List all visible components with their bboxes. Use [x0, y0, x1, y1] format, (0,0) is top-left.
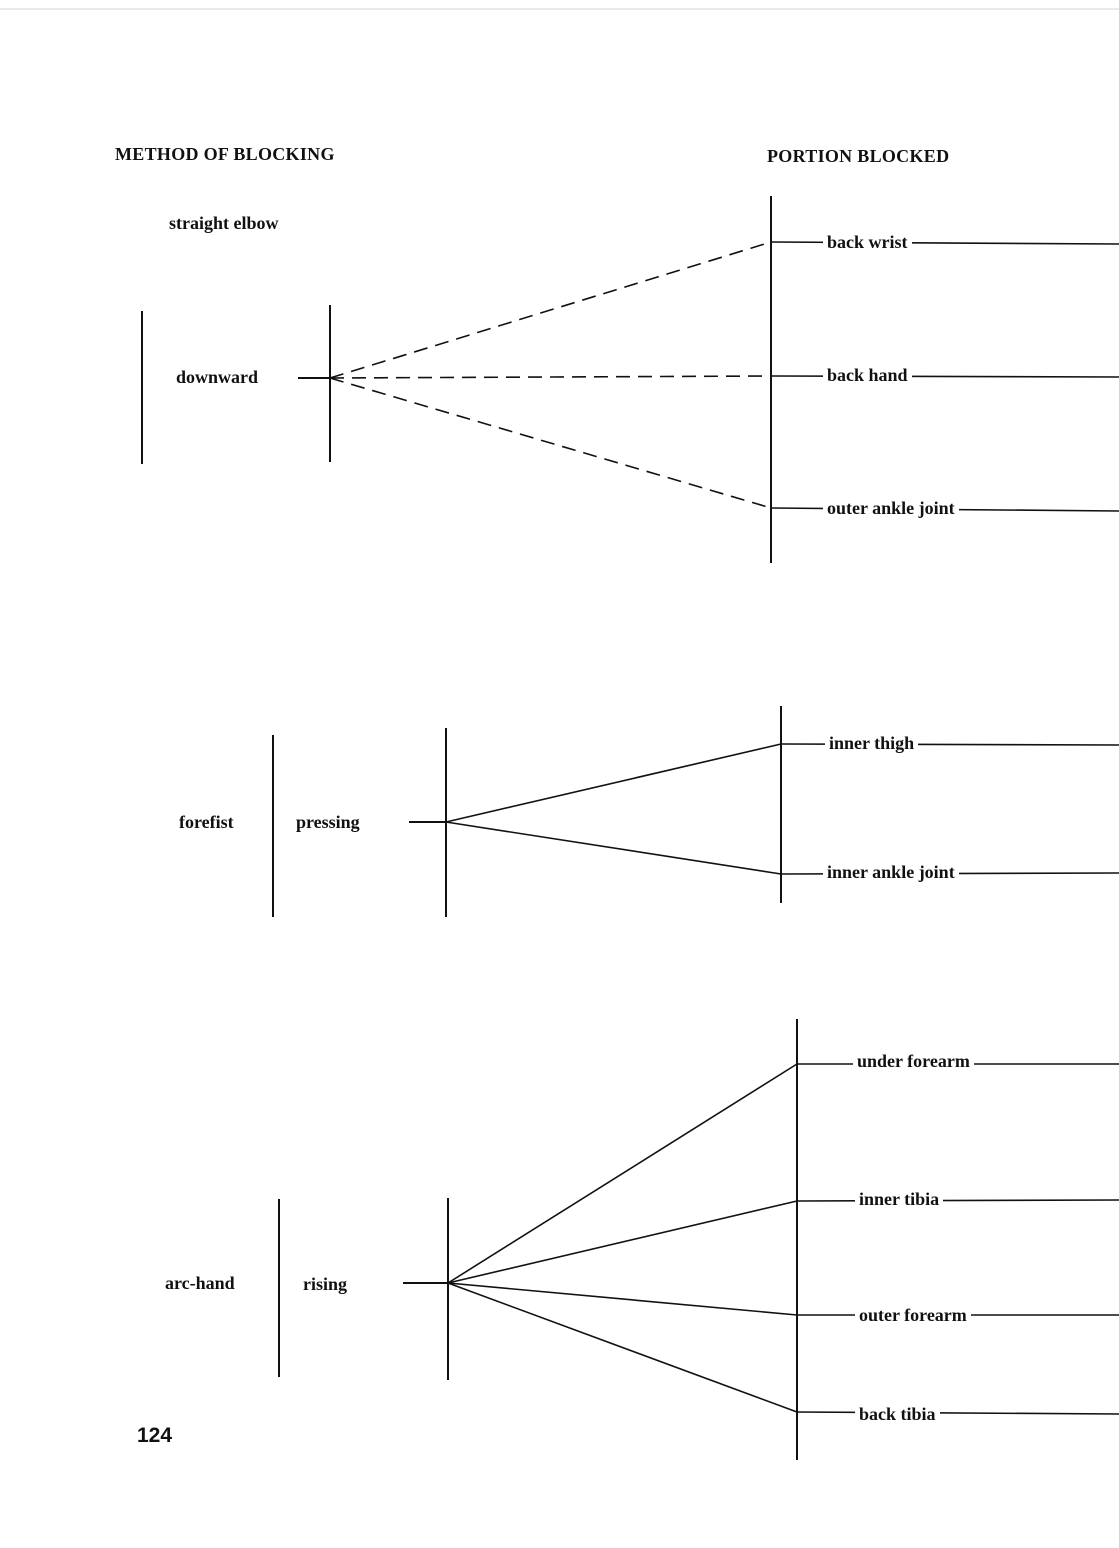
connector-outer-forearm [447, 1282, 798, 1316]
portion-heading: PORTION BLOCKED [767, 146, 950, 166]
portion-label: inner tibia [855, 1188, 944, 1210]
portion-label: back tibia [855, 1403, 940, 1425]
connector-inner-ankle-joint [445, 821, 782, 875]
page-top-edge [0, 8, 1119, 10]
portion-label: outer ankle joint [823, 497, 959, 519]
connector-back-hand [329, 375, 772, 379]
tool-label: forefist [179, 812, 234, 832]
connector-back-wrist [329, 241, 772, 379]
portion-label: inner thigh [825, 732, 919, 754]
direction-label: rising [303, 1274, 348, 1294]
tool-label: straight elbow [169, 213, 279, 233]
direction-label: pressing [296, 812, 360, 832]
connector-inner-tibia [447, 1200, 798, 1284]
portion-label: back hand [823, 364, 912, 386]
connector-back-tibia [447, 1282, 798, 1413]
portion-label: back wrist [823, 231, 912, 253]
method-heading: METHOD OF BLOCKING [115, 144, 335, 164]
direction-label: downward [176, 367, 259, 387]
page-number: 124 [137, 1424, 173, 1447]
portion-tick-inner-tibia [796, 1199, 1119, 1202]
portion-label: outer forearm [855, 1304, 971, 1326]
portion-tick-back-tibia [796, 1411, 1119, 1415]
connector-inner-thigh [445, 743, 782, 823]
connector-under-forearm [447, 1063, 798, 1284]
portion-label: under forearm [853, 1050, 974, 1072]
connector-outer-ankle-joint [329, 377, 772, 509]
tool-label: arc-hand [165, 1273, 235, 1293]
portion-label: inner ankle joint [823, 861, 959, 883]
